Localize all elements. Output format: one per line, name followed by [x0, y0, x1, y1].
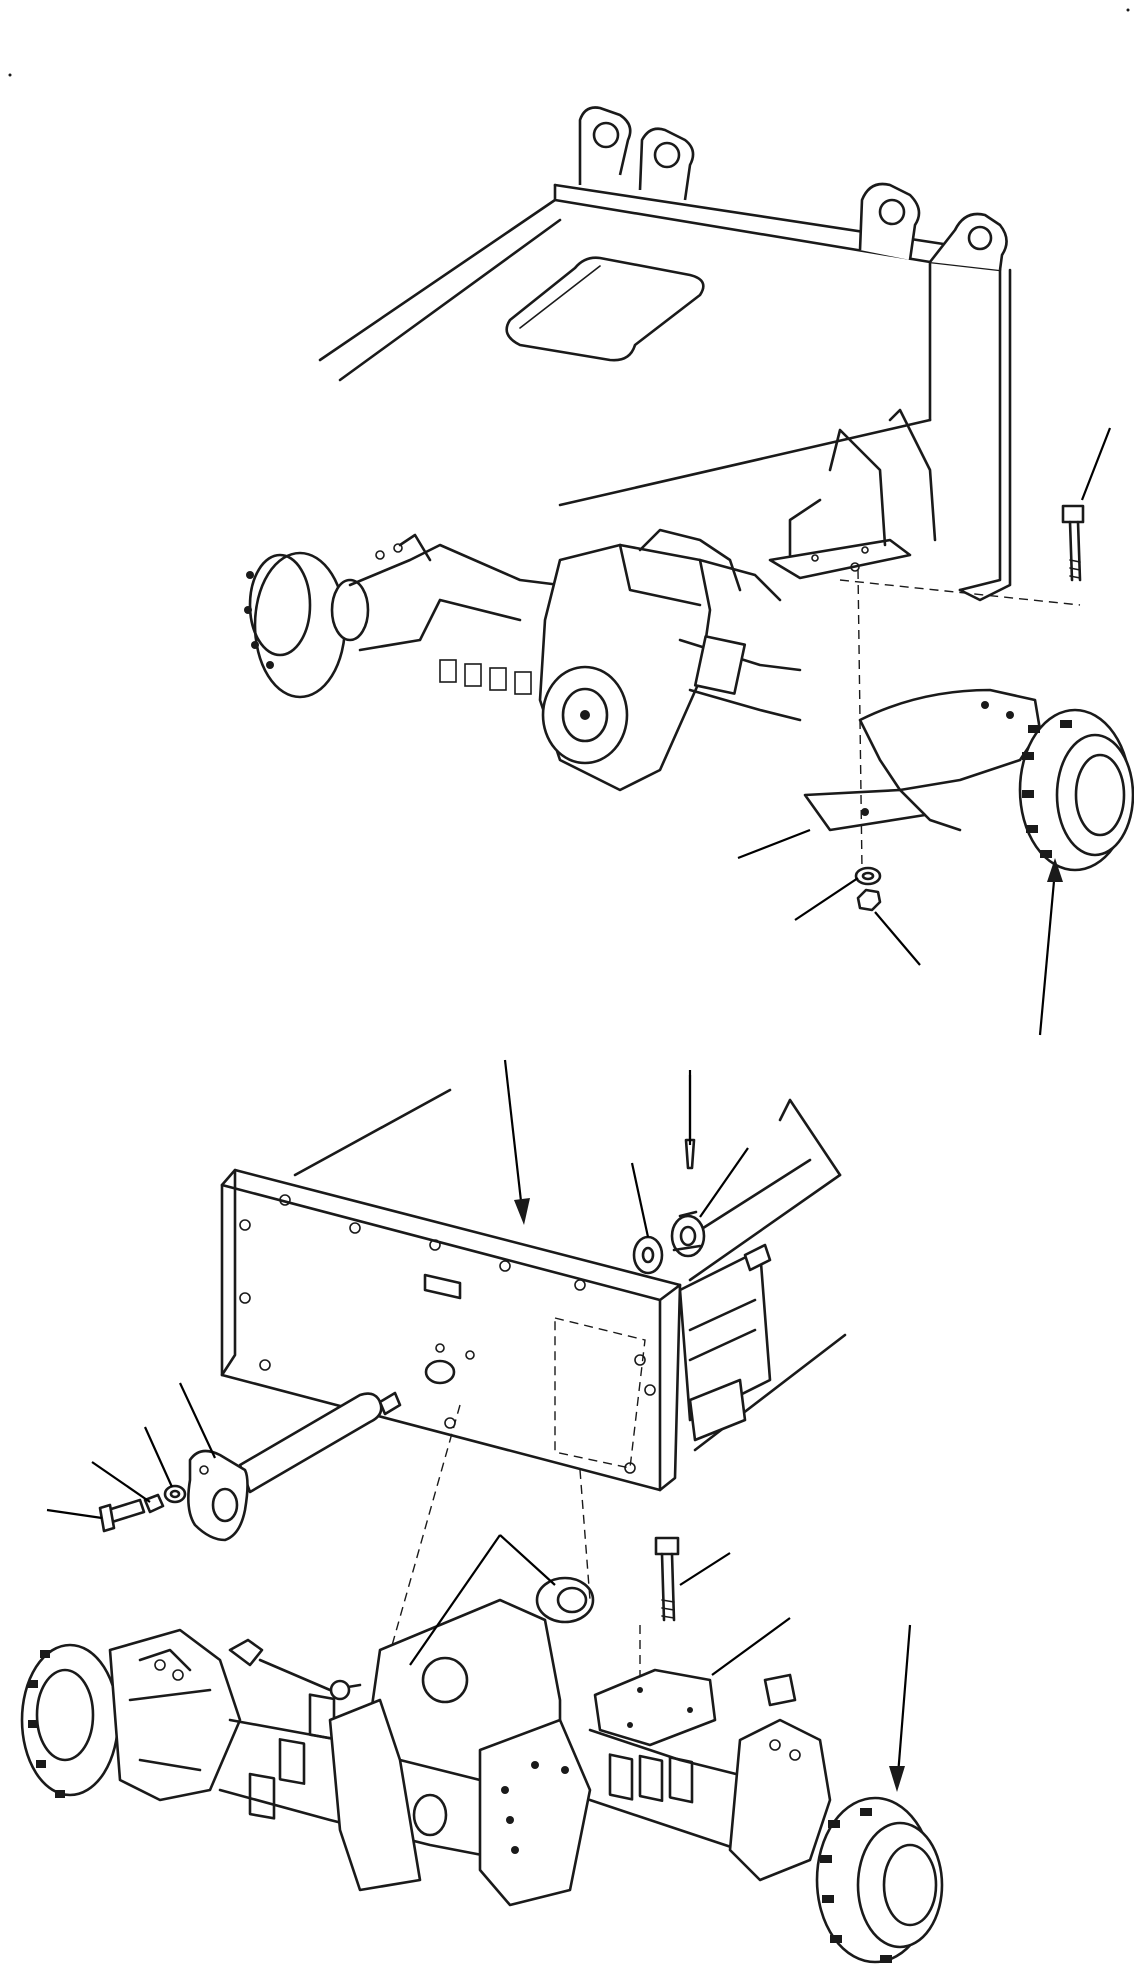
upper-leaders [737, 427, 1112, 1036]
front-mounting-plate [220, 1168, 682, 1492]
retaining-parts [632, 1075, 706, 1275]
rear-axle [244, 528, 1134, 872]
upper-fasteners [854, 504, 1085, 912]
lower-assembly [20, 1059, 944, 1964]
scan-dot [1126, 8, 1130, 12]
chassis-frame [318, 106, 1081, 606]
upper-assembly [244, 106, 1134, 1036]
pivot-pin [98, 1391, 402, 1542]
front-axle [20, 1598, 944, 1964]
lower-leaders [46, 1059, 912, 1792]
scan-dot [8, 73, 12, 77]
front-frame [293, 1088, 847, 1452]
pad-and-bolt [593, 1536, 717, 1747]
